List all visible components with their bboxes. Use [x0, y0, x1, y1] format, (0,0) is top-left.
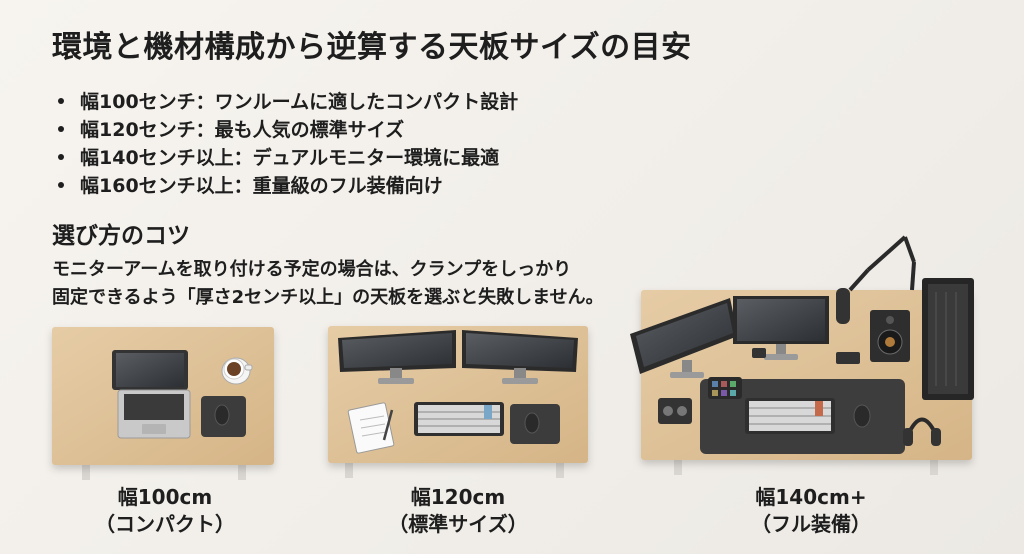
- headphones-icon: [903, 417, 941, 446]
- list-item-text: 幅120センチ：最も人気の標準サイズ: [80, 119, 405, 141]
- desk-width-label: 幅100cm: [117, 485, 213, 509]
- stream-deck-icon: [708, 377, 742, 399]
- list-item: 幅120センチ：最も人気の標準サイズ: [58, 116, 518, 144]
- size-guide-list: 幅100センチ：ワンルームに適したコンパクト設計 幅120センチ：最も人気の標準…: [58, 88, 518, 200]
- list-item-text: 幅160センチ以上：重量級のフル装備向け: [80, 175, 443, 197]
- list-item: 幅140センチ以上：デュアルモニター環境に最適: [58, 144, 518, 172]
- coffee-cup-icon: [221, 357, 253, 385]
- audio-interface-icon: [658, 398, 692, 424]
- pc-tower-icon: [922, 278, 974, 400]
- desk-type-label: （標準サイズ）: [388, 512, 528, 536]
- monitor-icon: [462, 330, 578, 384]
- desk-type-label: （フル装備）: [751, 512, 871, 536]
- tips-text: モニターアームを取り付ける予定の場合は、クランプをしっかり 固定できるよう「厚さ…: [52, 256, 604, 312]
- desk-standard: [328, 326, 588, 478]
- desk-caption-compact: 幅100cm （コンパクト）: [60, 484, 270, 538]
- microphone-icon: [836, 235, 916, 324]
- desk-width-label: 幅140cm+: [755, 485, 867, 509]
- list-item: 幅160センチ以上：重量級のフル装備向け: [58, 172, 518, 200]
- desk-type-label: （コンパクト）: [95, 512, 235, 536]
- desk-leg: [238, 464, 246, 480]
- desk-compact: [52, 327, 274, 480]
- speaker-icon: [870, 310, 910, 362]
- desk-leg: [556, 462, 564, 478]
- bullet-dot: [58, 153, 64, 160]
- keyboard-icon: [414, 402, 504, 436]
- device-icon: [752, 348, 766, 358]
- desk-full: [630, 235, 974, 475]
- desk-leg: [82, 464, 90, 480]
- desk-caption-standard: 幅120cm （標準サイズ）: [353, 484, 563, 538]
- list-item-text: 幅100センチ：ワンルームに適したコンパクト設計: [80, 91, 519, 113]
- notebook-icon: [347, 402, 395, 454]
- list-item-text: 幅140センチ以上：デュアルモニター環境に最適: [80, 147, 500, 169]
- tips-line: モニターアームを取り付ける予定の場合は、クランプをしっかり: [52, 259, 572, 280]
- laptop-icon: [112, 350, 191, 439]
- monitor-icon: [630, 298, 738, 378]
- device-icon: [836, 352, 860, 364]
- desk-caption-full: 幅140cm+ （フル装備）: [706, 484, 916, 538]
- bullet-dot: [58, 125, 64, 132]
- monitor-icon: [338, 330, 456, 384]
- desk-leg: [674, 459, 682, 475]
- mouse-icon: [201, 396, 246, 437]
- page-title: 環境と機材構成から逆算する天板サイズの目安: [52, 30, 692, 65]
- list-item: 幅100センチ：ワンルームに適したコンパクト設計: [58, 88, 518, 116]
- monitor-icon: [733, 296, 829, 360]
- bullet-dot: [58, 181, 64, 188]
- bullet-dot: [58, 97, 64, 104]
- tips-heading: 選び方のコツ: [52, 223, 190, 249]
- desk-leg: [345, 462, 353, 478]
- tips-line: 固定できるよう「厚さ2センチ以上」の天板を選ぶと失敗しません。: [52, 287, 604, 308]
- mouse-icon: [510, 404, 560, 444]
- mouse-icon: [853, 404, 871, 428]
- desk-width-label: 幅120cm: [410, 485, 506, 509]
- keyboard-icon: [745, 398, 835, 434]
- desk-leg: [930, 459, 938, 475]
